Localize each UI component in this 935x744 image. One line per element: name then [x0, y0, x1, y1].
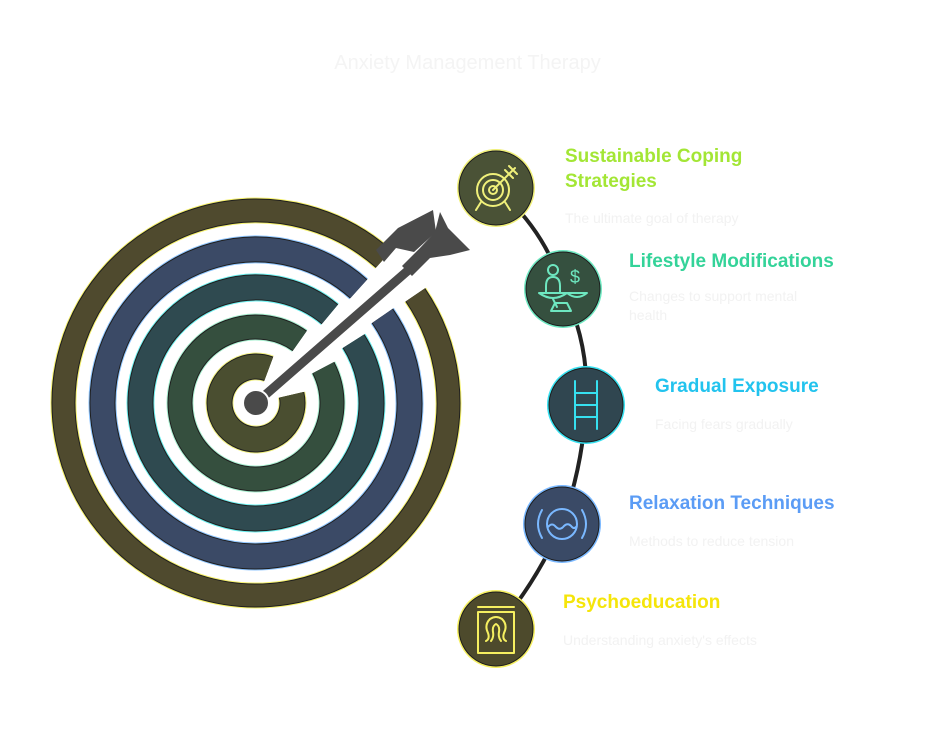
target-ring-1 — [52, 199, 460, 607]
step-node — [457, 590, 535, 668]
target-ring-5 — [207, 354, 305, 452]
step-desc-exposure: Facing fears gradually — [655, 416, 793, 432]
target-ring-4 — [168, 315, 344, 491]
calm-water-icon — [537, 508, 587, 540]
step-title-relaxation: Relaxation Techniques — [629, 493, 835, 514]
target-ring-2 — [90, 237, 422, 569]
target-ring-3 — [128, 275, 384, 531]
step-desc-coping: The ultimate goal of therapy — [565, 210, 739, 226]
dollar-icon: $ — [570, 267, 580, 287]
ladder-icon — [574, 380, 598, 430]
step-node — [547, 366, 625, 444]
step-circle — [525, 487, 599, 561]
step-circle — [526, 252, 600, 326]
psychology-book-icon — [477, 606, 515, 654]
step-title-lifestyle: Lifestyle Modifications — [629, 251, 834, 272]
step-title-exposure: Gradual Exposure — [655, 376, 819, 397]
step-circles: $ — [457, 149, 625, 668]
target-arrow-icon — [475, 165, 518, 211]
step-node: $ — [524, 250, 602, 328]
target-bullseye-icon — [50, 197, 462, 609]
arrow-tip-dot-core — [244, 391, 268, 415]
step-circle — [459, 592, 533, 666]
step-desc-psychoeducation: Understanding anxiety's effects — [563, 632, 757, 648]
arrow-icon — [242, 208, 470, 417]
arrow-fletching-1 — [376, 210, 436, 262]
step-title-line: Sustainable Coping — [565, 146, 743, 167]
step-node — [523, 485, 601, 563]
step-desc-lifestyle: Changes to support mental health — [629, 288, 798, 323]
arrow-fletching-2 — [402, 212, 470, 276]
step-title-line: Strategies — [565, 171, 657, 192]
step-node — [457, 149, 535, 227]
balance-scale-icon: $ — [538, 264, 588, 312]
step-title-coping: Sustainable Coping Strategies — [565, 144, 742, 194]
arrow-shaft-core — [251, 255, 425, 408]
diagram-title: Anxiety Management Therapy — [334, 52, 601, 74]
step-title-psychoeducation: Psychoeducation — [563, 592, 721, 613]
step-desc-relaxation: Methods to reduce tension — [629, 533, 794, 549]
